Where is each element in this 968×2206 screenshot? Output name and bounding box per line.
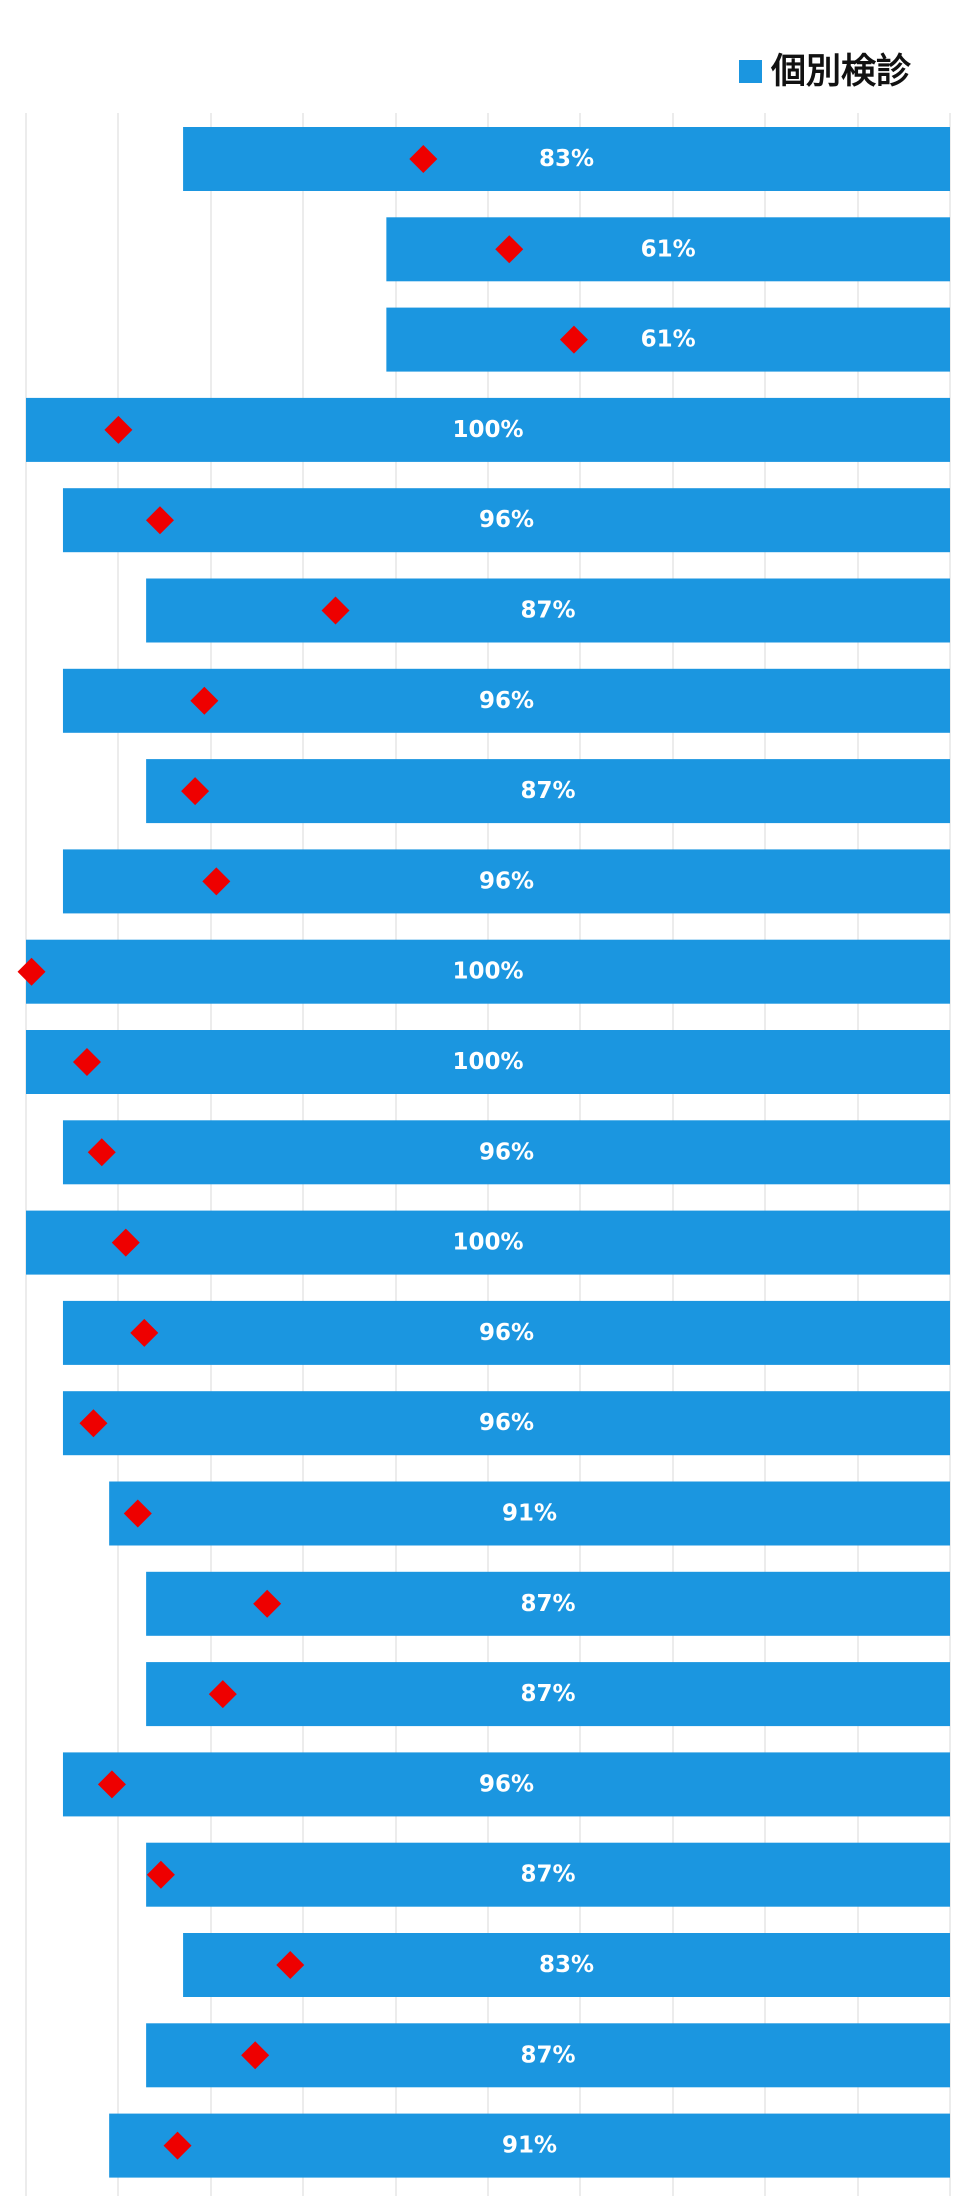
legend-swatch bbox=[739, 60, 762, 83]
diamond-marker bbox=[17, 957, 46, 986]
bar bbox=[386, 307, 950, 372]
bar bbox=[183, 127, 950, 191]
diamond-marker bbox=[87, 1138, 116, 1167]
diamond-marker bbox=[163, 2131, 192, 2160]
bar-value-label: 96% bbox=[479, 1771, 534, 1797]
bar bbox=[26, 1030, 950, 1094]
bar-value-label: 96% bbox=[479, 507, 534, 533]
bar bbox=[62, 1391, 950, 1456]
bar bbox=[62, 1300, 950, 1365]
diamond-marker bbox=[72, 1048, 101, 1076]
bar-value-label: 87% bbox=[521, 1591, 576, 1617]
diamond-marker bbox=[409, 145, 438, 173]
bar-labels: 83% 61% 61% 100% 96% 87% 96% 87% 96% 100% 100% 96% 1… bbox=[452, 146, 695, 2159]
bar bbox=[146, 578, 950, 643]
diamond-marker bbox=[241, 2041, 270, 2070]
diamond-marker bbox=[276, 1951, 305, 1979]
bar bbox=[26, 1210, 950, 1275]
diamond-marker bbox=[253, 1589, 282, 1618]
diamond-marker bbox=[104, 415, 133, 444]
bar-value-label: 96% bbox=[479, 868, 534, 894]
diamond-marker bbox=[146, 1860, 175, 1889]
bar-value-label: 96% bbox=[479, 688, 534, 714]
bar bbox=[62, 1120, 950, 1185]
diamond-marker bbox=[79, 1409, 108, 1438]
bar-value-label: 100% bbox=[452, 417, 523, 443]
diamond-marker bbox=[123, 1499, 152, 1528]
bar bbox=[146, 1842, 950, 1907]
bar bbox=[109, 2113, 950, 2178]
bar-value-label: 100% bbox=[452, 1049, 523, 1075]
diamond-marker bbox=[321, 596, 350, 625]
bar bbox=[146, 2023, 950, 2088]
diamond-marker bbox=[145, 506, 174, 535]
diamond-marker bbox=[190, 686, 219, 715]
bar-value-label: 87% bbox=[521, 2042, 576, 2068]
bar-value-label: 96% bbox=[479, 1320, 534, 1346]
bar bbox=[26, 397, 950, 462]
bar-value-label: 87% bbox=[521, 1862, 576, 1888]
diamond-marker bbox=[181, 777, 210, 806]
diamond-marker bbox=[97, 1770, 126, 1799]
legend-label: 個別検診 bbox=[770, 52, 912, 92]
bar-value-label: 96% bbox=[479, 1410, 534, 1436]
markers bbox=[17, 145, 588, 2160]
bar-value-label: 91% bbox=[502, 1501, 557, 1527]
diamond-marker bbox=[130, 1318, 159, 1347]
diamond-marker bbox=[495, 235, 524, 264]
bar-value-label: 87% bbox=[521, 598, 576, 624]
bar bbox=[146, 759, 950, 824]
bar-value-label: 87% bbox=[521, 1681, 576, 1707]
bars bbox=[26, 127, 950, 2178]
diamond-marker bbox=[202, 867, 231, 896]
bar-value-label: 61% bbox=[641, 236, 696, 262]
bar bbox=[109, 1481, 950, 1546]
bar-value-label: 91% bbox=[502, 2133, 557, 2159]
diamond-marker bbox=[559, 325, 588, 354]
bar-value-label: 87% bbox=[521, 778, 576, 804]
bar-value-label: 100% bbox=[452, 1230, 523, 1256]
bar bbox=[146, 1662, 950, 1727]
bar-value-label: 100% bbox=[452, 959, 523, 985]
bar bbox=[386, 217, 950, 282]
bar bbox=[183, 1933, 950, 1997]
bar-value-label: 96% bbox=[479, 1139, 534, 1165]
bar bbox=[26, 939, 950, 1004]
bar bbox=[62, 1752, 950, 1817]
legend: 個別検診 bbox=[739, 52, 912, 92]
bar-value-label: 83% bbox=[539, 146, 594, 172]
bar bbox=[62, 488, 950, 553]
bar-value-label: 61% bbox=[641, 327, 696, 353]
diamond-marker bbox=[208, 1680, 237, 1709]
bar-value-label: 83% bbox=[539, 1952, 594, 1978]
diamond-marker bbox=[111, 1228, 140, 1257]
